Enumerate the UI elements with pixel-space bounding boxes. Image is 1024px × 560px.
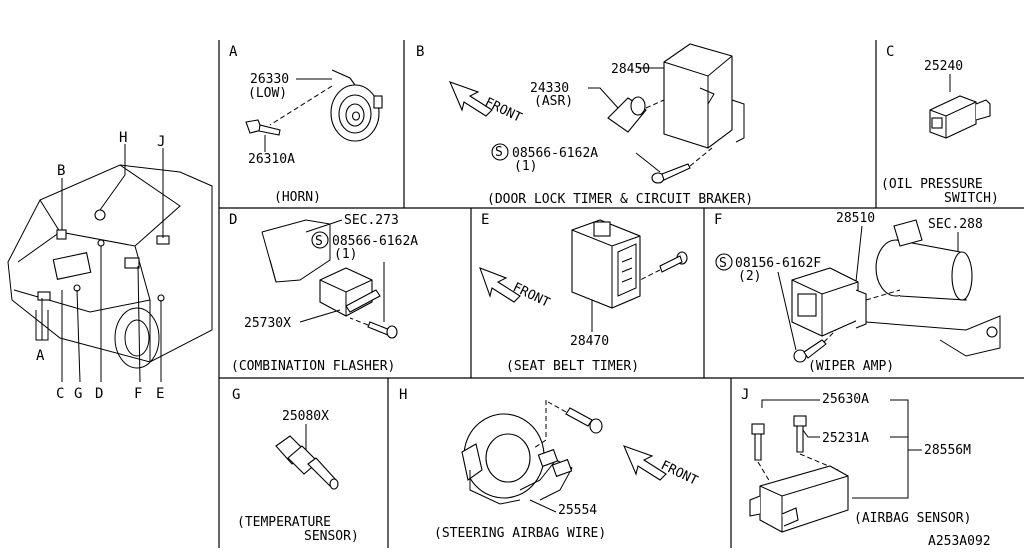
- part-25080x: 25080X: [282, 409, 329, 424]
- panel-a-horn: A 26330 (LOW) 26310A (HORN): [229, 44, 383, 205]
- panel-e-caption: (SEAT BELT TIMER): [506, 359, 639, 374]
- panel-f-letter: F: [714, 212, 722, 228]
- front-label-e: FRONT: [510, 280, 552, 311]
- vehicle-overview: B H J A C G D F E: [7, 130, 213, 402]
- panel-d-caption: (COMBINATION FLASHER): [231, 359, 395, 374]
- panel-c-oil-pressure-switch: C 25240 (OIL PRESSURE SWITCH): [881, 44, 999, 206]
- part-08566-6162a-b-qty: (1): [514, 159, 537, 174]
- figure-id: A253A092: [928, 534, 991, 549]
- panel-h-caption: (STEERING AIRBAG WIRE): [434, 526, 606, 541]
- panel-b-caption: (DOOR LOCK TIMER & CIRCUIT BRAKER): [487, 192, 753, 207]
- wiper-motor-icon: [865, 219, 1001, 357]
- part-28470: 28470: [570, 334, 609, 349]
- panel-g-letter: G: [232, 387, 240, 403]
- part-25240: 25240: [924, 59, 963, 74]
- bracket-d-icon: [261, 219, 331, 283]
- panel-grid: [218, 40, 1024, 548]
- part-26330-note: (LOW): [248, 86, 287, 101]
- front-arrow-icon: [622, 445, 667, 481]
- part-28556m: 28556M: [924, 443, 971, 458]
- panel-j-caption: (AIRBAG SENSOR): [854, 511, 971, 526]
- callout-j: J: [157, 134, 165, 150]
- panel-g-temperature-sensor: G 25080X (TEMPERATURE SENSOR): [232, 387, 359, 544]
- callout-b: B: [57, 163, 65, 179]
- callout-d: D: [95, 386, 103, 402]
- relay-icon: [607, 96, 647, 133]
- panel-j-airbag-sensor: J 25630A 25231A 28556M (AIRBAG SENSOR): [741, 387, 971, 533]
- screw-symbol-icon: [491, 143, 509, 161]
- panel-b-letter: B: [416, 44, 424, 60]
- part-28510: 28510: [836, 211, 875, 226]
- part-25630a: 25630A: [822, 392, 869, 407]
- panel-f-caption: (WIPER AMP): [808, 359, 894, 374]
- part-08566-6162a-d-qty: (1): [334, 247, 357, 262]
- panel-a-letter: A: [229, 44, 238, 60]
- part-28450: 28450: [611, 62, 650, 77]
- part-08156-6162f: 08156-6162F: [735, 256, 821, 271]
- panel-h-steering-airbag-wire: H FRONT 25554 (STEERING AIRBAG WIRE): [399, 387, 700, 541]
- panel-e-letter: E: [481, 212, 489, 228]
- front-arrow-icon: [479, 267, 521, 303]
- panel-g-caption-line1: (TEMPERATURE: [237, 515, 331, 530]
- part-08566-6162a-d: 08566-6162A: [332, 234, 418, 249]
- temperature-sensor-icon: [275, 435, 339, 490]
- panel-a-caption: (HORN): [274, 190, 321, 205]
- panel-c-letter: C: [886, 44, 894, 60]
- bolt-icon: [245, 119, 281, 136]
- screw-symbol-letter-b: S: [495, 145, 503, 160]
- callout-c: C: [56, 386, 64, 402]
- part-24330: 24330: [530, 81, 569, 96]
- part-25554: 25554: [558, 503, 597, 518]
- panel-e-seat-belt-timer: E FRONT 28470 (SEAT BELT TIMER): [479, 212, 688, 374]
- panel-d-combination-flasher: D SEC.273 S 08566-6162A (1) 25730X (COMB…: [229, 212, 418, 374]
- part-sec-273: SEC.273: [344, 213, 399, 228]
- screw-symbol-letter-f: S: [719, 256, 727, 271]
- part-26330: 26330: [250, 72, 289, 87]
- callout-g: G: [74, 386, 82, 402]
- wiper-amp-icon: [791, 267, 867, 337]
- screw-symbol-icon: [311, 231, 329, 249]
- bolt-icon: [751, 423, 765, 461]
- part-24330-note: (ASR): [534, 94, 573, 109]
- front-label-b: FRONT: [482, 95, 524, 126]
- part-08566-6162a-b: 08566-6162A: [512, 146, 598, 161]
- panel-d-letter: D: [229, 212, 237, 228]
- airbag-sensor-unit-icon: [749, 465, 849, 533]
- panel-j-letter: J: [741, 387, 749, 403]
- panel-c-caption-line1: (OIL PRESSURE: [881, 177, 983, 192]
- front-label-h: FRONT: [658, 458, 700, 489]
- part-26310a: 26310A: [248, 152, 295, 167]
- timer-unit-icon: [571, 219, 641, 309]
- flasher-icon: [319, 267, 381, 317]
- screw-symbol-letter-d: S: [315, 234, 323, 249]
- part-08156-6162f-qty: (2): [738, 269, 761, 284]
- screw-icon: [367, 321, 398, 339]
- callout-e: E: [156, 386, 164, 402]
- oil-switch-icon: [929, 95, 991, 139]
- screw-icon: [793, 339, 827, 363]
- screw-icon: [651, 163, 691, 184]
- screw-symbol-icon: [715, 253, 733, 271]
- front-arrow-icon: [448, 81, 493, 117]
- panel-c-caption-line2: SWITCH): [944, 191, 999, 206]
- panel-b-door-lock-timer: B FRONT 28450 24330 (ASR) S 08566-6162A …: [416, 43, 753, 207]
- panel-h-letter: H: [399, 387, 407, 403]
- screw-icon: [565, 407, 603, 434]
- timer-box-icon: [663, 43, 745, 149]
- panel-f-wiper-amp: F 28510 SEC.288 S 08156-6162F (2): [714, 211, 1001, 374]
- callout-a: A: [36, 348, 45, 364]
- screw-icon: [659, 251, 688, 273]
- part-25231a: 25231A: [822, 431, 869, 446]
- horn-icon: [330, 69, 383, 142]
- callout-f: F: [134, 386, 142, 402]
- panel-g-caption-line2: SENSOR): [304, 529, 359, 544]
- bolt-icon: [793, 415, 807, 453]
- callout-h: H: [119, 130, 127, 146]
- part-25730x: 25730X: [244, 316, 291, 331]
- part-sec-288: SEC.288: [928, 217, 983, 232]
- clock-spring-icon: [461, 413, 573, 505]
